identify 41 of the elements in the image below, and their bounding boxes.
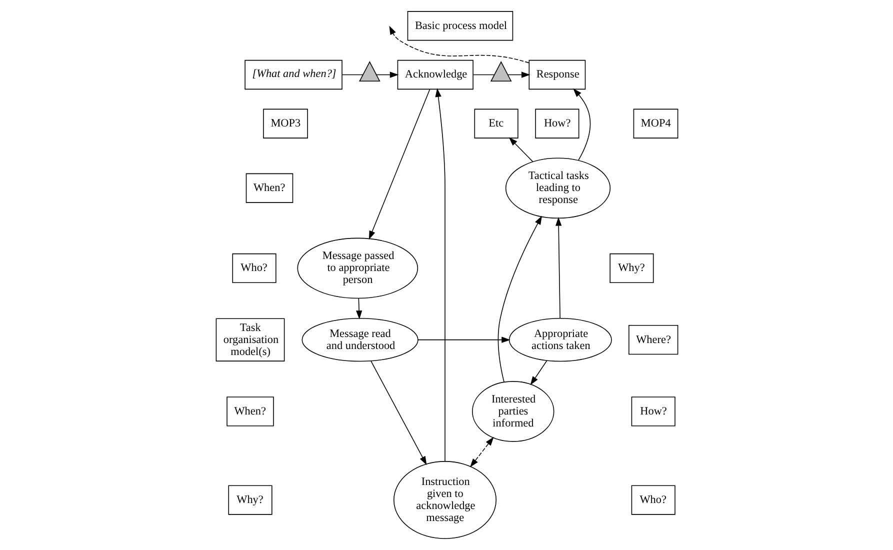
arrow: [530, 360, 547, 386]
node-triangle: [490, 61, 512, 82]
connector: [472, 74, 494, 76]
node-box: Task organisation model(s): [215, 318, 284, 362]
node-box: [What and when?]: [244, 60, 342, 90]
arrow: [368, 88, 430, 240]
node-ellipse: Message passed to appropriate person: [296, 238, 418, 299]
arrow: [572, 88, 590, 161]
node-ellipse: Appropriate actions taken: [508, 318, 612, 362]
node-box: Response: [528, 60, 586, 90]
arrow: [355, 298, 362, 320]
arrow: [370, 360, 426, 466]
node-box: When?: [226, 396, 274, 426]
node-ellipse: Interested parties informed: [471, 381, 554, 442]
arrow: [417, 336, 510, 343]
node-box: Etc: [474, 108, 518, 138]
node-box: Why?: [609, 253, 654, 284]
arrow: [434, 88, 445, 462]
node-box: How?: [534, 108, 579, 138]
arrow: [470, 436, 494, 468]
node-ellipse: Tactical tasks leading to response: [504, 158, 610, 219]
node-box: How?: [630, 396, 675, 426]
node-box: Who?: [630, 485, 675, 515]
node-triangle: [358, 61, 380, 82]
node-box: Basic process model: [406, 11, 513, 41]
node-box: MOP3: [262, 108, 308, 138]
node-box: Who?: [232, 253, 276, 284]
node-ellipse: Message read and understood: [301, 318, 418, 362]
node-box: Why?: [228, 485, 272, 515]
arrow: [388, 26, 529, 64]
node-box: When?: [245, 173, 293, 203]
arrow: [497, 216, 542, 382]
node-box: Where?: [628, 325, 678, 355]
node-box: MOP4: [632, 108, 678, 138]
connector: [341, 74, 363, 76]
node-ellipse: Instruction given to acknowledge message: [392, 461, 496, 540]
arrow: [508, 137, 533, 162]
node-box: Acknowledge: [396, 60, 473, 90]
arrow: [376, 72, 398, 78]
arrow: [507, 72, 530, 78]
arrow: [555, 217, 562, 319]
